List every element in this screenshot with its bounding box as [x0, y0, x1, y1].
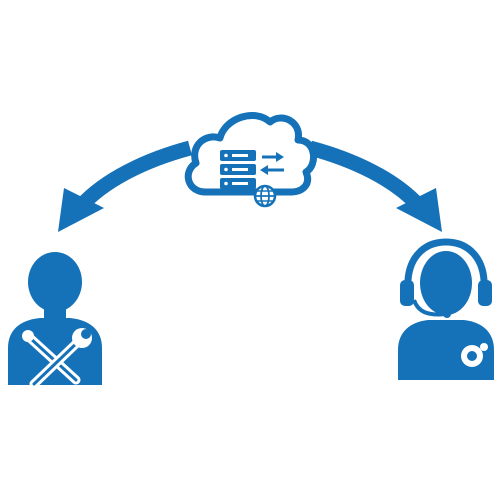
globe-icon — [253, 184, 277, 208]
data-transfer-arrows-icon — [260, 152, 284, 175]
technician-tools-icon — [8, 252, 102, 389]
support-agent-headset-icon — [398, 238, 494, 380]
cloud-server-icon — [184, 111, 317, 208]
curved-arrow-right-icon — [308, 140, 442, 232]
server-stack-icon — [220, 150, 256, 189]
chat-badge-icon — [461, 343, 488, 367]
wrench-screwdriver-icon — [22, 328, 92, 389]
curved-arrow-left-icon — [58, 140, 192, 232]
